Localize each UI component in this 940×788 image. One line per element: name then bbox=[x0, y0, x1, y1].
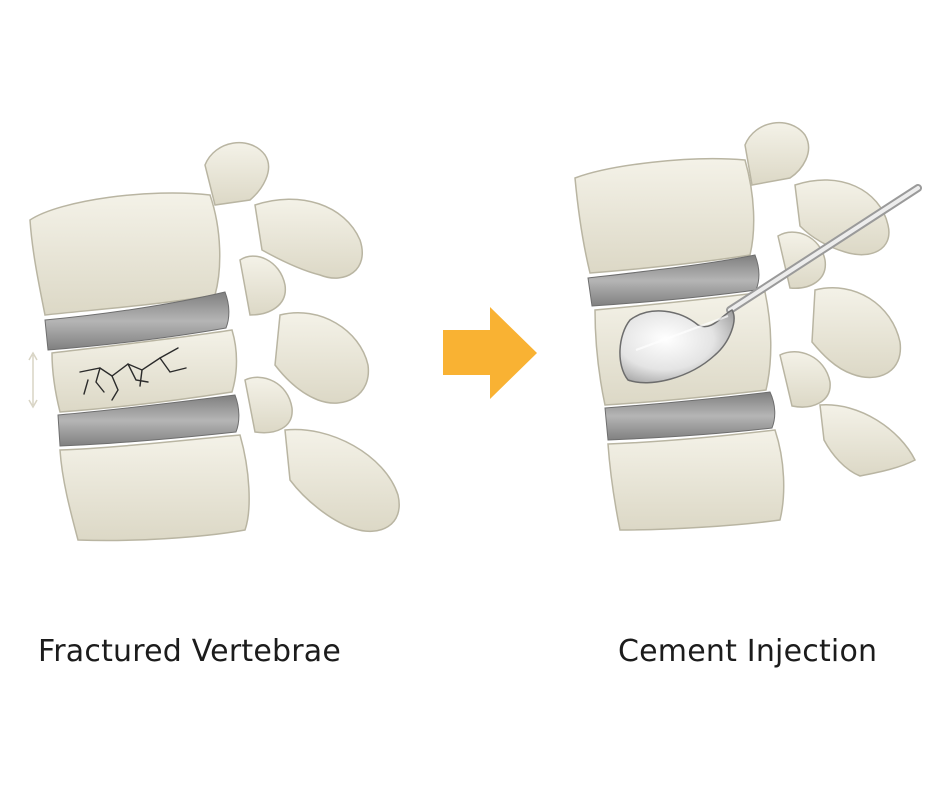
process-arrow bbox=[440, 305, 540, 405]
cement-injection-illustration bbox=[540, 110, 940, 580]
right-arrow-icon bbox=[443, 307, 537, 399]
posterior-processes bbox=[744, 121, 916, 477]
intervertebral-disc-upper bbox=[44, 291, 230, 351]
inflatable-balloon bbox=[619, 309, 735, 384]
intervertebral-disc-lower bbox=[57, 394, 240, 447]
balloon-catheter-icon bbox=[619, 184, 922, 384]
spine-fractured-illustration bbox=[28, 141, 400, 542]
intervertebral-disc-lower bbox=[604, 391, 776, 441]
cement-injection-caption: Cement Injection bbox=[618, 634, 878, 669]
height-indicator-icon bbox=[28, 351, 38, 409]
posterior-processes bbox=[204, 141, 400, 533]
fractured-vertebrae-caption: Fractured Vertebrae bbox=[38, 634, 341, 669]
intervertebral-disc-upper bbox=[587, 254, 760, 307]
lower-vertebral-body bbox=[59, 434, 250, 542]
upper-vertebral-body bbox=[29, 192, 221, 316]
spine-cement-injection-illustration bbox=[574, 121, 922, 531]
fractured-spine-illustration bbox=[0, 110, 430, 580]
lower-vertebral-body bbox=[607, 429, 785, 531]
fractured-vertebral-body bbox=[51, 329, 238, 413]
upper-vertebral-body bbox=[574, 157, 755, 274]
fracture-cracks bbox=[79, 347, 187, 401]
